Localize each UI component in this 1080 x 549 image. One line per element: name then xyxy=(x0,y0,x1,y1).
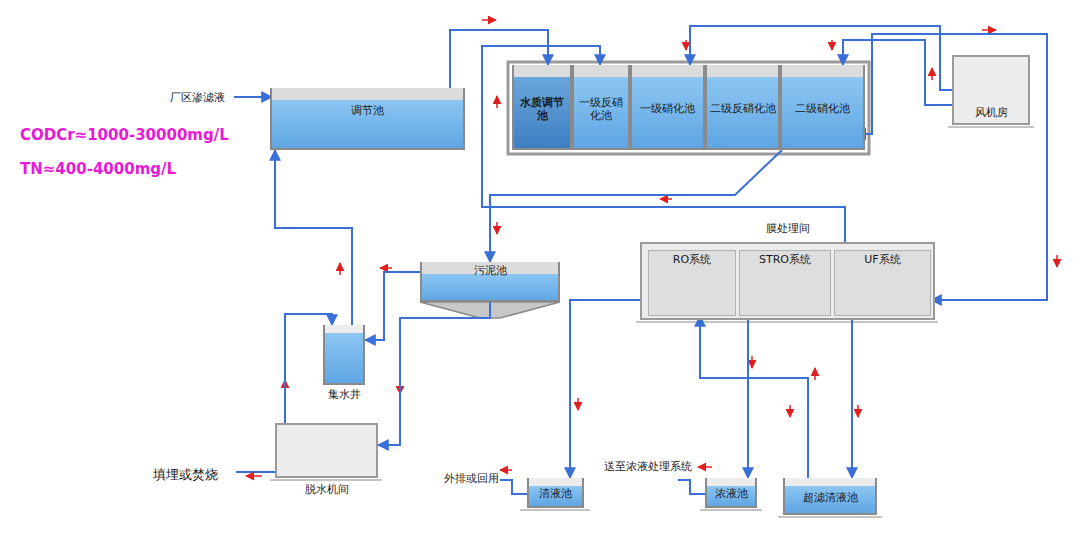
inlet-pipe xyxy=(234,96,272,98)
pipe-connector xyxy=(378,302,490,445)
flow-label: 外排或回用 xyxy=(444,472,499,485)
tank: 水质调节池 xyxy=(512,65,572,150)
flow-label: 填埋或焚烧 xyxy=(153,467,218,483)
flow-arrow xyxy=(500,469,512,471)
tank: 一级反硝化池 xyxy=(572,65,630,150)
pipe-connector xyxy=(700,316,808,478)
pipe-connector xyxy=(570,300,648,478)
flow-arrow xyxy=(246,475,262,477)
node-label: UF系统 xyxy=(835,251,930,266)
node-label: RO系统 xyxy=(649,251,735,266)
room-box: 风机房 xyxy=(952,55,1030,125)
equipment-panel: STRO系统 xyxy=(739,250,831,316)
tank: 二级硝化池 xyxy=(780,65,865,150)
node-label: 调节池 xyxy=(272,88,463,117)
tank: 浓液池 xyxy=(705,478,757,508)
room-box: 膜处理间RO系统STRO系统UF系统 xyxy=(640,242,935,320)
pump-icons xyxy=(338,88,1006,510)
node-label: 一级硝化池 xyxy=(634,101,701,114)
sludge-tank: 污泥池 xyxy=(420,262,560,302)
equipment-panel: RO系统 xyxy=(648,250,736,316)
pipe-connector xyxy=(365,272,420,340)
sump-well: 集水井 xyxy=(323,325,365,385)
outlet-pipe xyxy=(678,480,705,494)
pipe-connector xyxy=(275,150,352,325)
flow-label: 送至浓液处理系统 xyxy=(604,460,692,473)
equipment-panel: UF系统 xyxy=(834,250,931,316)
outlet-pipe xyxy=(500,480,527,494)
outlet-pipe xyxy=(236,471,275,473)
pipe-connector xyxy=(851,316,853,478)
node-label: 清液池 xyxy=(531,487,580,500)
node-label: STRO系统 xyxy=(740,251,830,266)
node-label: 浓液池 xyxy=(709,487,753,500)
flow-label: 厂区渗滤液 xyxy=(170,91,225,104)
node-label: 水质调节池 xyxy=(516,96,568,122)
tank: 清液池 xyxy=(527,478,584,508)
node-label: 脱水机间 xyxy=(247,483,406,496)
node-label: 一级反硝化池 xyxy=(576,96,626,122)
node-label: 超滤清液池 xyxy=(787,490,873,503)
water-quality-note: TN≈400-4000mg/L xyxy=(20,160,176,178)
pipe-connector xyxy=(747,316,749,478)
node-label: 二级反硝化池 xyxy=(709,101,776,114)
node-label: 二级硝化池 xyxy=(784,101,861,114)
tank: 二级反硝化池 xyxy=(705,65,780,150)
basin-frame xyxy=(508,62,869,154)
flow-arrow xyxy=(698,466,712,468)
tank: 一级硝化池 xyxy=(630,65,705,150)
ground-lines xyxy=(270,127,1034,517)
node-label: 污泥池 xyxy=(422,262,558,277)
node-label: 集水井 xyxy=(295,388,393,401)
room-box: 脱水机间 xyxy=(275,423,378,478)
water-quality-note: CODCr≈1000-30000mg/L xyxy=(20,126,229,144)
tank: 调节池 xyxy=(270,88,465,150)
tank: 超滤清液池 xyxy=(783,478,877,515)
node-label: 风机房 xyxy=(954,106,1028,119)
node-label: 膜处理间 xyxy=(642,222,933,235)
